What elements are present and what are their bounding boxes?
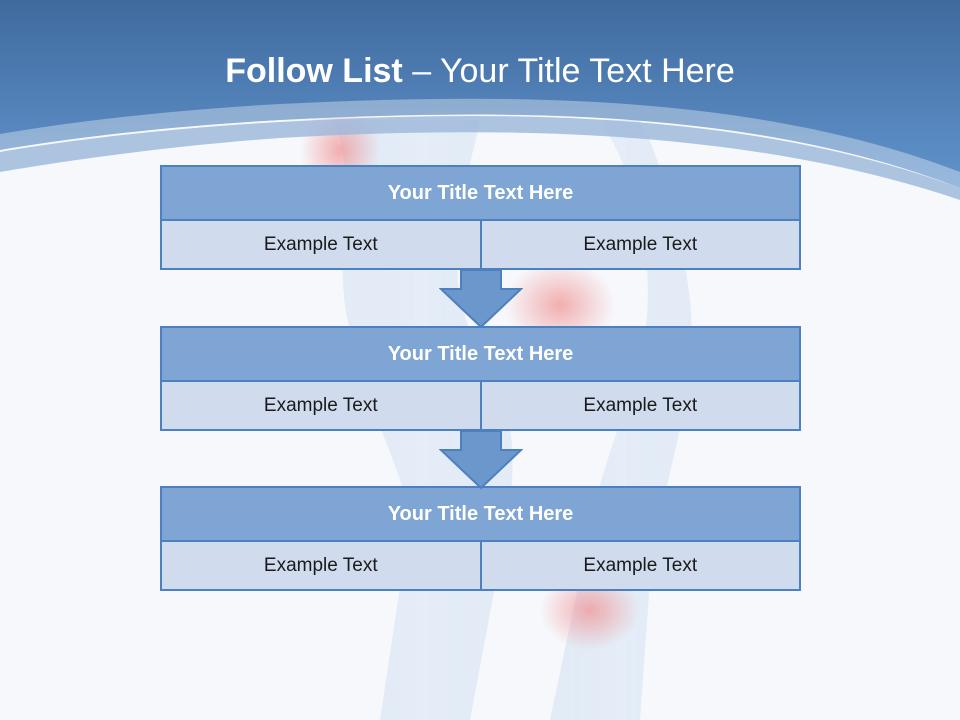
step-cell-left: Example Text — [160, 221, 482, 270]
down-arrow-icon — [439, 269, 523, 329]
step-title: Your Title Text Here — [160, 165, 801, 221]
step-cell-right: Example Text — [481, 221, 801, 270]
step-block-3: Your Title Text Here Example Text Exampl… — [160, 486, 801, 591]
step-cell-left: Example Text — [160, 382, 482, 431]
step-title: Your Title Text Here — [160, 486, 801, 542]
step-block-2: Your Title Text Here Example Text Exampl… — [160, 326, 801, 431]
step-row: Example Text Example Text — [160, 542, 801, 591]
slide-title-rest: – Your Title Text Here — [402, 52, 735, 90]
step-block-1: Your Title Text Here Example Text Exampl… — [160, 165, 801, 270]
step-row: Example Text Example Text — [160, 382, 801, 431]
step-title: Your Title Text Here — [160, 326, 801, 382]
down-arrow-icon — [439, 430, 523, 490]
step-cell-right: Example Text — [481, 542, 801, 591]
slide-title-bold: Follow List — [225, 52, 403, 90]
step-cell-left: Example Text — [160, 542, 482, 591]
slide-title: Follow List – Your Title Text Here — [0, 52, 960, 91]
step-row: Example Text Example Text — [160, 221, 801, 270]
step-cell-right: Example Text — [481, 382, 801, 431]
